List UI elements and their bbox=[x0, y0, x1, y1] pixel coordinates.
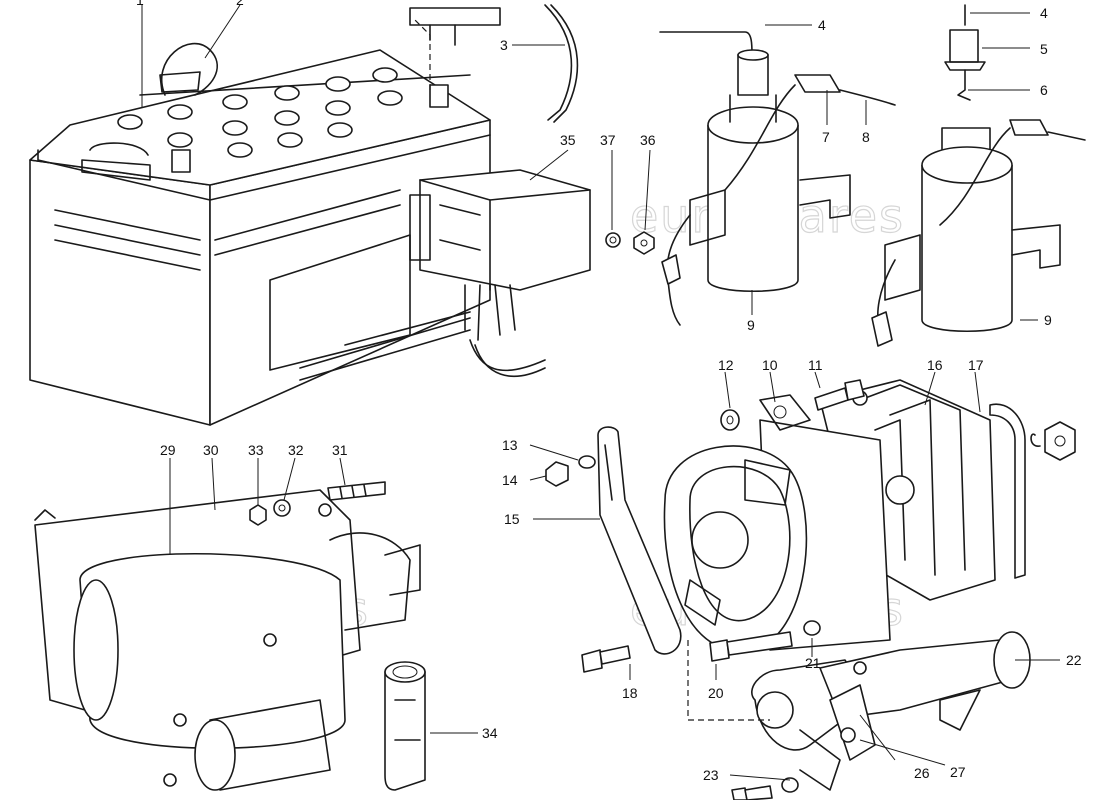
leader-lines bbox=[141, 4, 1060, 781]
starter-fasteners bbox=[249, 481, 386, 526]
callout-1: 1 bbox=[136, 0, 144, 8]
callout-9-left: 9 bbox=[747, 317, 755, 333]
callout-23: 23 bbox=[703, 767, 719, 783]
alternator bbox=[663, 379, 996, 652]
callout-30: 30 bbox=[203, 442, 219, 458]
adjusting-bracket bbox=[597, 426, 682, 655]
callout-22: 22 bbox=[1066, 652, 1082, 668]
callout-5: 5 bbox=[1040, 41, 1048, 57]
callout-29: 29 bbox=[160, 442, 176, 458]
callout-2: 2 bbox=[236, 0, 244, 8]
callout-3: 3 bbox=[500, 37, 508, 53]
callout-33: 33 bbox=[248, 442, 264, 458]
callout-10: 10 bbox=[762, 357, 778, 373]
bolt-18 bbox=[581, 645, 631, 673]
washers-36-37 bbox=[605, 231, 655, 255]
callout-14: 14 bbox=[502, 472, 518, 488]
callout-7: 7 bbox=[822, 129, 830, 145]
callout-34: 34 bbox=[482, 725, 498, 741]
battery-cable-3 bbox=[409, 4, 579, 123]
callout-32: 32 bbox=[288, 442, 304, 458]
callout-18: 18 bbox=[622, 685, 638, 701]
belt-guard bbox=[989, 403, 1076, 579]
callout-16: 16 bbox=[927, 357, 943, 373]
callout-37: 37 bbox=[600, 132, 616, 148]
callout-9-right: 9 bbox=[1044, 312, 1052, 328]
callout-15: 15 bbox=[504, 511, 520, 527]
callout-31: 31 bbox=[332, 442, 348, 458]
starter-motor bbox=[34, 489, 421, 791]
callout-8: 8 bbox=[862, 129, 870, 145]
callout-27: 27 bbox=[950, 764, 966, 780]
callout-6: 6 bbox=[1040, 82, 1048, 98]
callout-4-left: 4 bbox=[818, 17, 826, 33]
callout-20: 20 bbox=[708, 685, 724, 701]
callout-labels: 1 2 3 4 4 5 6 7 8 9 9 10 11 12 13 14 15 … bbox=[136, 0, 1082, 783]
callout-13: 13 bbox=[502, 437, 518, 453]
bolt-23 bbox=[731, 777, 799, 800]
assembly-line bbox=[687, 640, 770, 721]
ignition-coil-left bbox=[659, 31, 896, 326]
ignition-coil-right bbox=[871, 4, 1086, 347]
callout-21: 21 bbox=[805, 655, 821, 671]
bolt-11 bbox=[814, 379, 865, 411]
callout-26: 26 bbox=[914, 765, 930, 781]
voltage-regulator bbox=[409, 169, 591, 377]
callout-35: 35 bbox=[560, 132, 576, 148]
callout-4-right: 4 bbox=[1040, 5, 1048, 21]
callout-12: 12 bbox=[718, 357, 734, 373]
bolt-20 bbox=[709, 620, 821, 662]
bracket-fasteners bbox=[545, 409, 740, 487]
callout-36: 36 bbox=[640, 132, 656, 148]
callout-11: 11 bbox=[808, 357, 823, 373]
tensioner-assembly bbox=[751, 631, 1031, 791]
callout-17: 17 bbox=[968, 357, 984, 373]
rubber-boot bbox=[384, 661, 426, 791]
